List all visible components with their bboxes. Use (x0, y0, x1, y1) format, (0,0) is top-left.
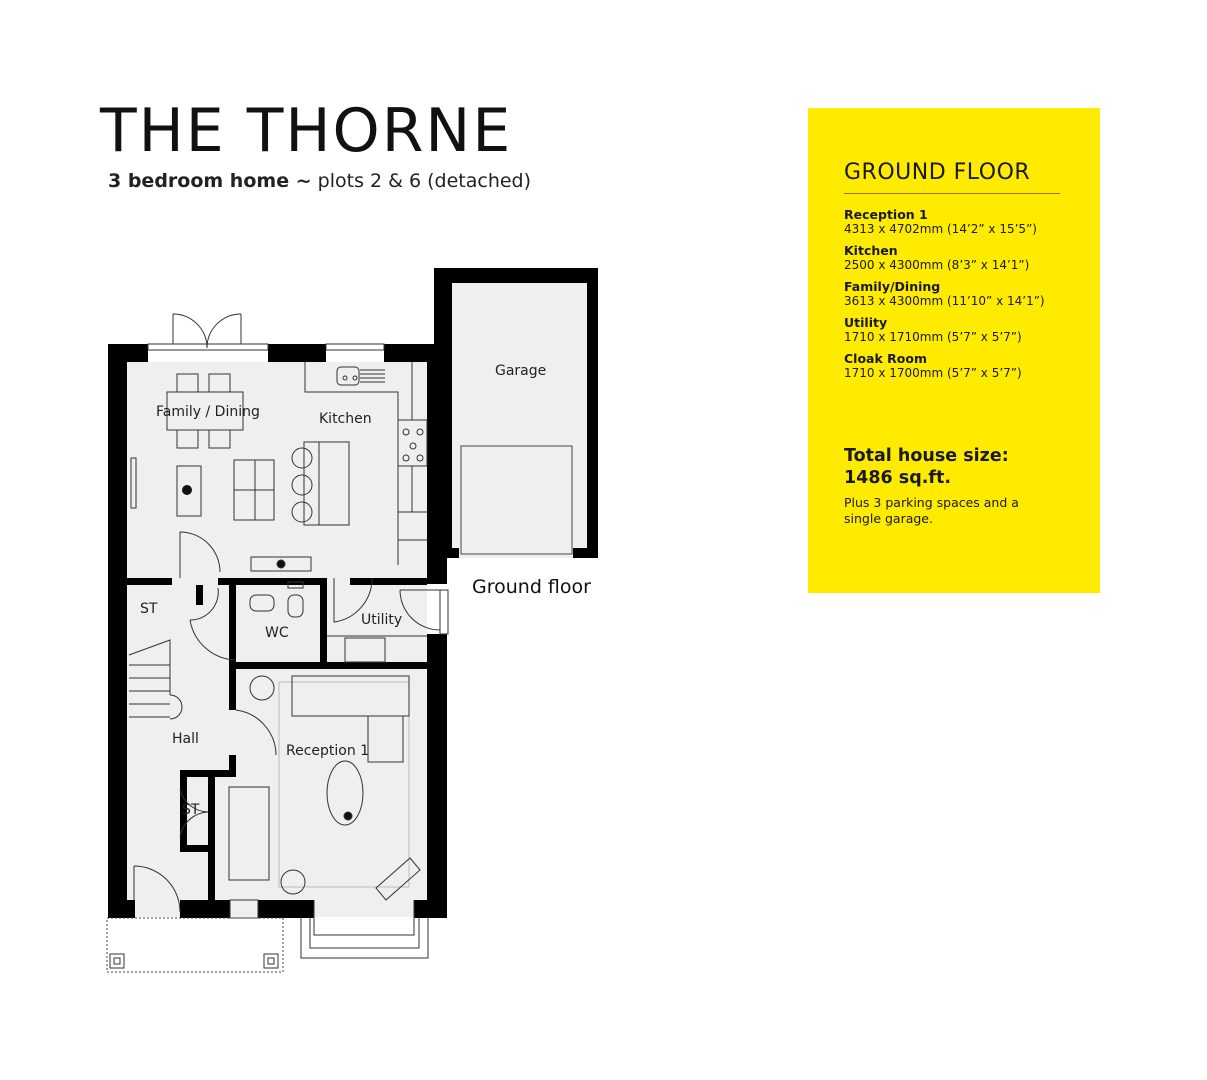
label-kitchen: Kitchen (319, 411, 372, 427)
kitchen-sink-icon (336, 366, 385, 386)
room-dims: 2500 x 4300mm (8’3” x 14’1”) (844, 258, 1030, 272)
garage-door (460, 445, 573, 555)
floor-label: Ground floor (472, 576, 591, 598)
kitchen-island (291, 441, 350, 526)
fireplace (250, 556, 312, 572)
page-subtitle: 3 bedroom home ~ plots 2 & 6 (detached) (108, 170, 531, 192)
stairs (128, 639, 183, 720)
kitchen-window (325, 343, 385, 351)
total-size: Total house size: 1486 sq.ft. (844, 445, 1009, 489)
label-utility: Utility (361, 612, 402, 628)
room-name: Family/Dining (844, 279, 941, 294)
room-name: Reception 1 (844, 207, 928, 222)
hob-icon (402, 428, 424, 462)
utility-sink-icon (327, 635, 427, 663)
room-name: Cloak Room (844, 351, 927, 366)
label-garage: Garage (495, 363, 546, 379)
label-hall: Hall (172, 731, 199, 747)
room-entry: Kitchen 2500 x 4300mm (8’3” x 14’1”) (844, 243, 1045, 273)
room-dims: 1710 x 1710mm (5’7” x 5’7”) (844, 330, 1022, 344)
label-st-top: ST (140, 601, 158, 617)
wc-fixtures (249, 581, 304, 618)
subtitle-rest: plots 2 & 6 (detached) (311, 170, 532, 192)
room-list: Reception 1 4313 x 4702mm (14’2” x 15’5”… (844, 207, 1045, 387)
sofa-family (233, 459, 275, 521)
room-entry: Reception 1 4313 x 4702mm (14’2” x 15’5”… (844, 207, 1045, 237)
kitchen-counters (304, 362, 428, 565)
walls (108, 268, 598, 918)
room-dims: 3613 x 4300mm (11’10” x 14’1”) (844, 294, 1045, 308)
reception-furniture (228, 675, 421, 901)
room-dims: 4313 x 4702mm (14’2” x 15’5”) (844, 222, 1037, 236)
dining-table (166, 373, 244, 449)
door-swings (133, 531, 449, 913)
page-title: THE THORNE (100, 96, 513, 166)
porch (106, 917, 284, 973)
total-value: 1486 sq.ft. (844, 468, 952, 488)
panel-divider (844, 193, 1060, 194)
room-name: Kitchen (844, 243, 898, 258)
label-wc: WC (265, 625, 289, 641)
room-entry: Family/Dining 3613 x 4300mm (11’10” x 14… (844, 279, 1045, 309)
french-doors (147, 313, 269, 351)
coffee-table (176, 465, 202, 517)
subtitle-bold: 3 bedroom home ~ (108, 170, 312, 192)
floor-fill (127, 283, 587, 917)
porch-posts (109, 953, 279, 969)
room-entry: Utility 1710 x 1710mm (5’7” x 5’7”) (844, 315, 1045, 345)
label-st-bottom: ST (182, 802, 200, 818)
label-family-dining: Family / Dining (156, 404, 260, 420)
label-reception: Reception 1 (286, 743, 369, 759)
room-name: Utility (844, 315, 888, 330)
room-dims: 1710 x 1700mm (5’7” x 5’7”) (844, 366, 1022, 380)
room-entry: Cloak Room 1710 x 1700mm (5’7” x 5’7”) (844, 351, 1045, 381)
panel-heading: GROUND FLOOR (844, 160, 1031, 185)
info-panel: GROUND FLOOR Reception 1 4313 x 4702mm (… (808, 108, 1100, 593)
extra-note: Plus 3 parking spaces and a single garag… (844, 495, 1019, 526)
total-label: Total house size: (844, 446, 1009, 466)
tv (130, 457, 137, 509)
plant-icon (182, 485, 192, 495)
